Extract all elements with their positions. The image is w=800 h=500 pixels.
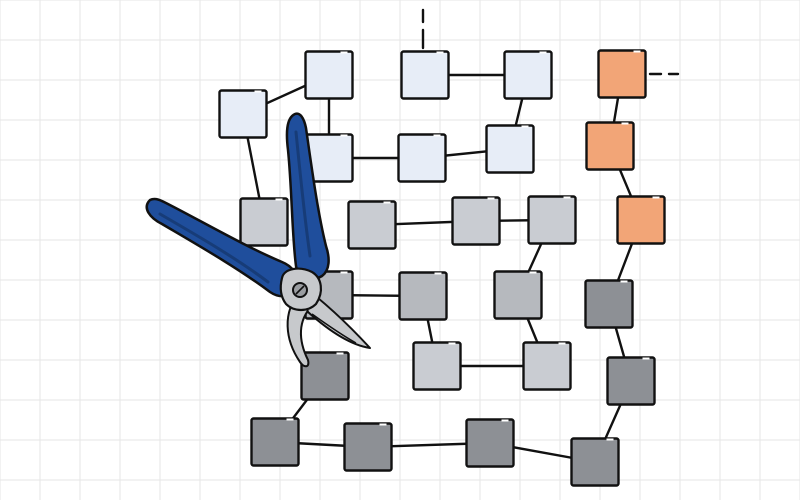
network-node <box>597 49 647 99</box>
network-node-box <box>250 417 300 467</box>
network-node <box>606 356 656 406</box>
network-node <box>616 195 666 245</box>
network-node-box <box>397 133 447 183</box>
network-node <box>493 270 543 320</box>
network-node <box>451 196 501 246</box>
network-node-box <box>493 270 543 320</box>
network-node <box>250 417 300 467</box>
network-node-box <box>347 200 397 250</box>
shears-left-handle-shade <box>158 212 270 284</box>
network-node-box <box>485 124 535 174</box>
network-node <box>412 341 462 391</box>
network-node-box <box>527 195 577 245</box>
network-node <box>218 89 268 139</box>
network-node-box <box>304 50 354 100</box>
pruning-shears-icon <box>145 112 371 368</box>
network-nodes <box>218 49 666 487</box>
network-node-box <box>239 197 289 247</box>
network-node-box <box>398 271 448 321</box>
network-node-box <box>300 351 350 401</box>
network-node-box <box>585 121 635 171</box>
network-node-box <box>412 341 462 391</box>
network-node <box>347 200 397 250</box>
network-node-box <box>584 279 634 329</box>
network-node <box>239 197 289 247</box>
network-node <box>485 124 535 174</box>
network-node <box>584 279 634 329</box>
network-node <box>570 437 620 487</box>
network-node <box>343 422 393 472</box>
network-node <box>400 50 450 100</box>
network-node <box>304 50 354 100</box>
network-node <box>300 351 350 401</box>
shears-pivot-slot <box>295 285 305 295</box>
network-node-box <box>400 50 450 100</box>
network-node <box>503 50 553 100</box>
network-node <box>527 195 577 245</box>
network-node-box <box>503 50 553 100</box>
network-node-box <box>522 341 572 391</box>
network-node <box>522 341 572 391</box>
network-node-box <box>597 49 647 99</box>
network-node-box <box>606 356 656 406</box>
network-node-box <box>616 195 666 245</box>
network-node-box <box>465 418 515 468</box>
network-node <box>398 271 448 321</box>
network-node-box <box>343 422 393 472</box>
network-node-box <box>570 437 620 487</box>
network-node <box>397 133 447 183</box>
network-node <box>465 418 515 468</box>
network-node-box <box>451 196 501 246</box>
shears-right-handle-shade <box>294 130 312 258</box>
cut-edge-stubs <box>421 8 680 76</box>
shears-blade-edge <box>311 313 357 344</box>
network-node <box>585 121 635 171</box>
network-node-box <box>218 89 268 139</box>
